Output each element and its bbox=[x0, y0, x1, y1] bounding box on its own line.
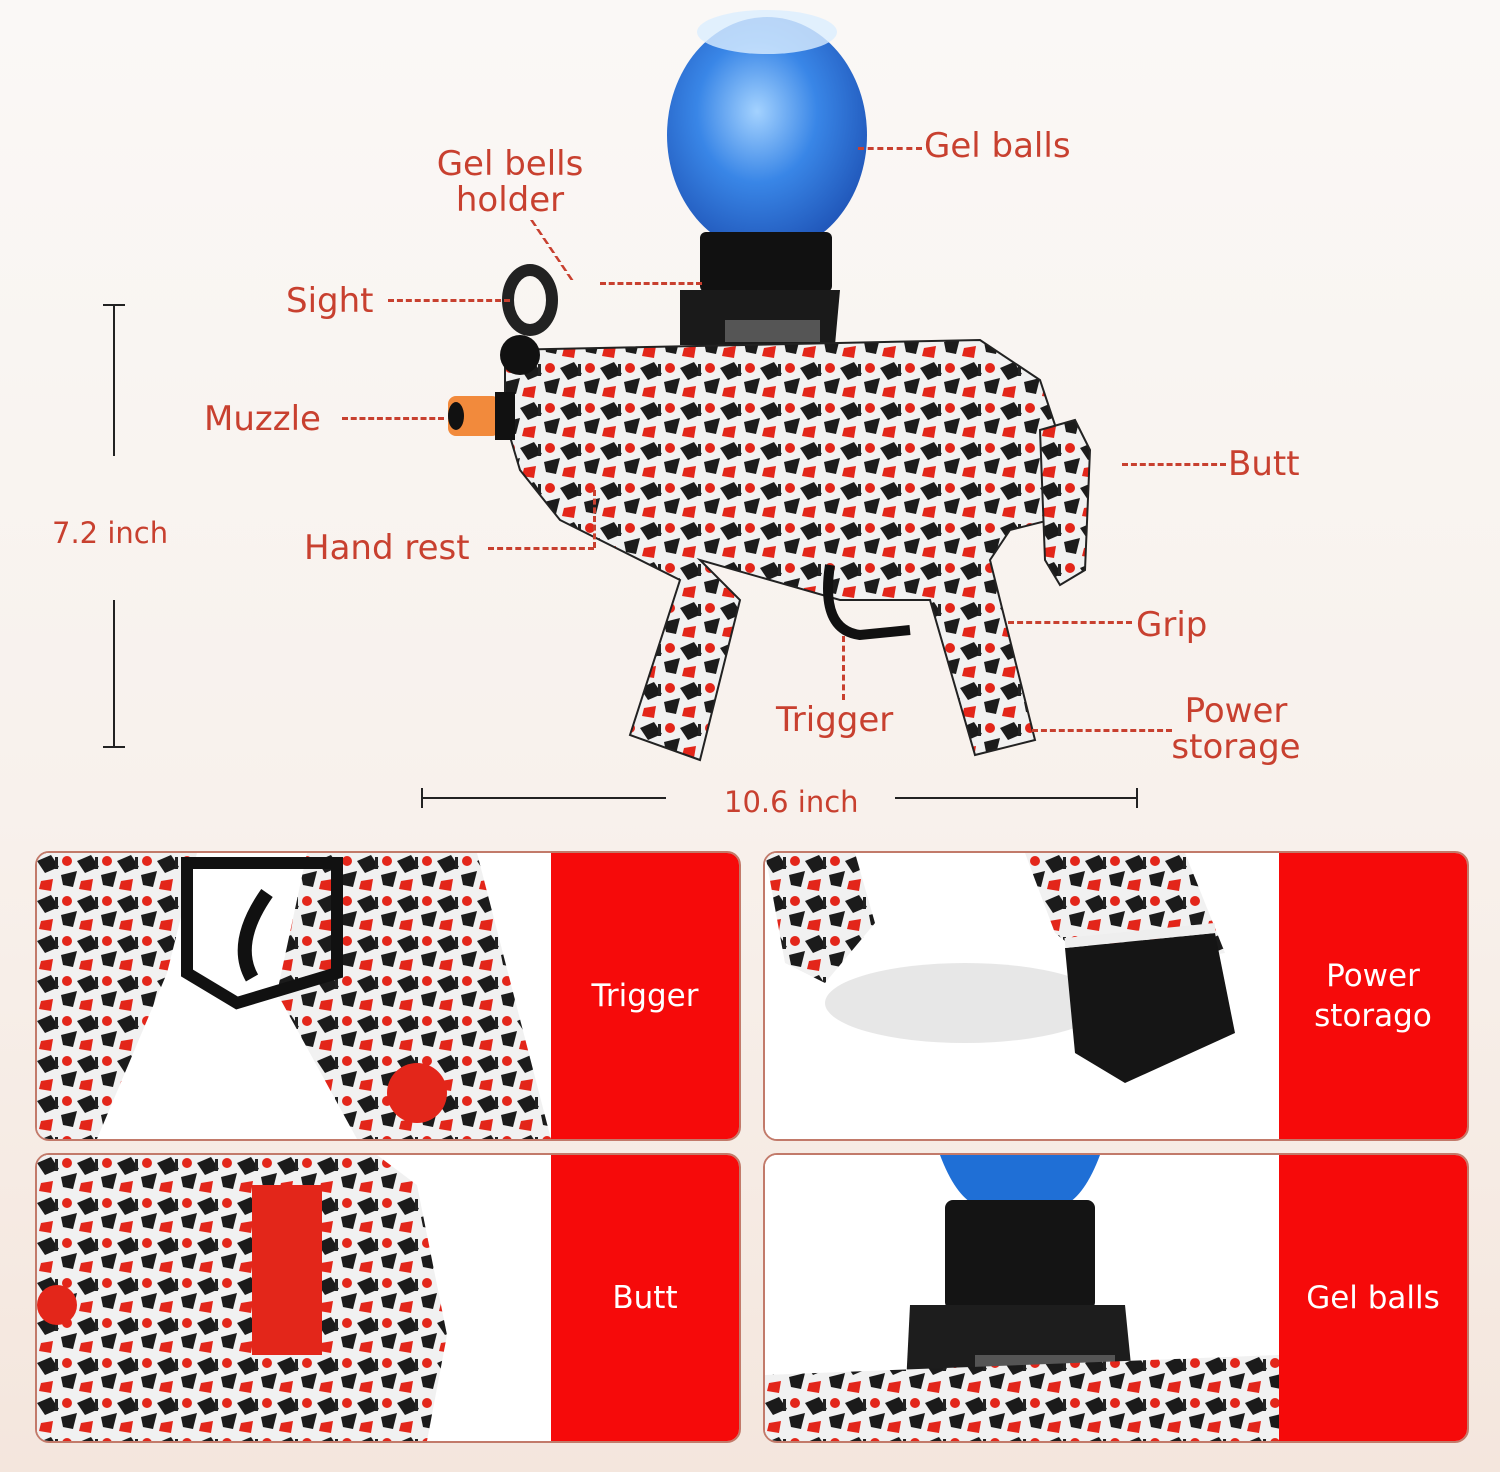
label-muzzle: Muzzle bbox=[204, 399, 321, 439]
leader-muzzle bbox=[342, 417, 444, 420]
label-hand-rest: Hand rest bbox=[304, 528, 470, 568]
leader-sight bbox=[388, 299, 510, 302]
height-dimension-label: 7.2 inch bbox=[52, 516, 169, 550]
trigger-closeup-image bbox=[37, 853, 551, 1139]
detail-card-gel-balls: Gel balls bbox=[763, 1153, 1469, 1443]
butt-label-panel: Butt bbox=[551, 1155, 739, 1441]
label-gel-bells-holder: Gel bells holder bbox=[436, 144, 584, 220]
width-dimension-line-right bbox=[895, 797, 1138, 799]
label-grip: Grip bbox=[1136, 605, 1208, 645]
leader-holder bbox=[600, 282, 702, 285]
height-dimension-cap-top bbox=[103, 304, 125, 306]
leader-trigger bbox=[842, 636, 845, 700]
height-dimension-cap-bottom bbox=[103, 746, 125, 748]
label-butt: Butt bbox=[1228, 444, 1300, 484]
width-dimension-line-left bbox=[421, 797, 666, 799]
leader-hand-rest bbox=[488, 547, 594, 550]
detail-card-butt: Butt bbox=[35, 1153, 741, 1443]
height-dimension-line-bottom bbox=[113, 600, 115, 748]
label-power-storage: Power storage bbox=[1171, 691, 1301, 767]
leader-power-storage bbox=[1032, 729, 1172, 732]
card-title: Trigger bbox=[591, 978, 699, 1014]
gel-balls-closeup-image bbox=[765, 1155, 1279, 1441]
detail-card-trigger: Trigger bbox=[35, 851, 741, 1141]
card-title: Power storago bbox=[1314, 958, 1432, 1034]
label-sight: Sight bbox=[286, 281, 374, 321]
detail-card-power-storage: Power storago bbox=[763, 851, 1469, 1141]
power-storage-closeup-image bbox=[765, 853, 1279, 1139]
gel-balls-label-panel: Gel balls bbox=[1279, 1155, 1467, 1441]
height-dimension-line-top bbox=[113, 304, 115, 456]
leader-grip bbox=[1008, 621, 1132, 624]
leader-butt bbox=[1122, 463, 1226, 466]
card-title: Gel balls bbox=[1306, 1280, 1440, 1316]
trigger-label-panel: Trigger bbox=[551, 853, 739, 1139]
gel-blaster-illustration bbox=[448, 10, 1092, 762]
leader-gel-balls bbox=[858, 147, 922, 150]
product-diagram: Gel balls Gel bells holder Sight Muzzle … bbox=[52, 10, 1301, 819]
width-dimension-label: 10.6 inch bbox=[724, 785, 859, 819]
label-trigger: Trigger bbox=[776, 700, 894, 740]
card-title: Butt bbox=[612, 1280, 678, 1316]
butt-closeup-image bbox=[37, 1155, 551, 1441]
leader-hand-rest-vert bbox=[593, 490, 596, 548]
width-dimension-cap-right bbox=[1136, 788, 1138, 808]
power-storage-label-panel: Power storago bbox=[1279, 853, 1467, 1139]
label-gel-balls: Gel balls bbox=[924, 126, 1071, 166]
